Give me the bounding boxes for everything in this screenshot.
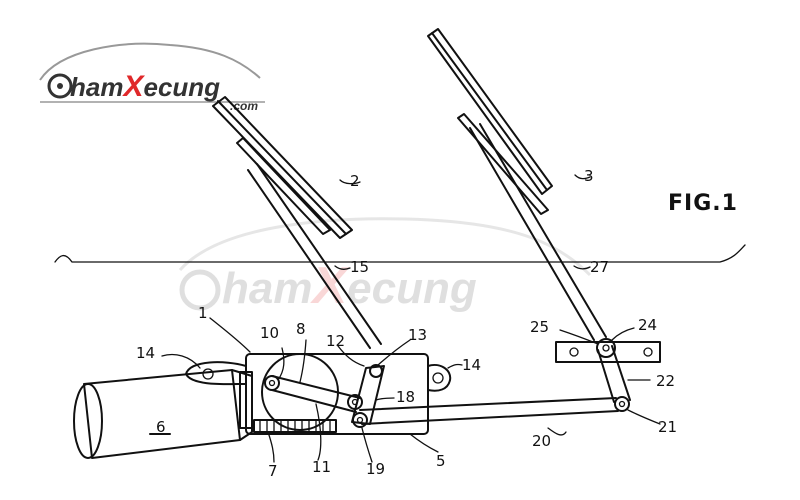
wiper-blade-left xyxy=(212,96,353,239)
label-21: 21 xyxy=(658,418,677,436)
label-2: 2 xyxy=(350,172,360,190)
label-27: 27 xyxy=(590,258,609,276)
label-3: 3 xyxy=(584,167,594,185)
electric-motor xyxy=(73,369,253,459)
label-13: 13 xyxy=(408,326,427,344)
watermark-logo: hamXecung .com xyxy=(39,42,265,113)
worm-gear xyxy=(261,353,339,431)
label-22: 22 xyxy=(656,372,675,390)
leader-lines xyxy=(161,174,661,463)
worm-shaft xyxy=(253,419,337,433)
label-6: 6 xyxy=(156,418,166,436)
label-18: 18 xyxy=(396,388,415,406)
watermark-center-suffix: ecung xyxy=(347,264,477,313)
label-19: 19 xyxy=(366,460,385,478)
label-7: 7 xyxy=(268,462,278,480)
windshield-outline xyxy=(54,244,746,263)
svg-text:hamXecung: hamXecung xyxy=(70,70,220,103)
label-25: 25 xyxy=(530,318,549,336)
label-10: 10 xyxy=(260,324,279,342)
label-1: 1 xyxy=(198,304,208,322)
figure-title: FIG.1 xyxy=(668,191,738,216)
watermark-center: hamXecung xyxy=(178,217,592,315)
crank-right xyxy=(597,345,631,412)
label-14-left: 14 xyxy=(136,344,155,362)
crank-link xyxy=(271,375,361,413)
watermark-prefix: ham xyxy=(70,72,123,102)
watermark-mark: X xyxy=(121,70,145,103)
label-8: 8 xyxy=(296,320,306,338)
wiper-arm-left xyxy=(247,163,382,349)
label-24: 24 xyxy=(638,316,657,334)
watermark-center-prefix: ham xyxy=(222,264,312,313)
pivot-bracket-right xyxy=(555,338,661,363)
wiper-arm-right xyxy=(469,123,607,341)
label-15: 15 xyxy=(350,258,369,276)
wiper-blade-right xyxy=(427,28,553,215)
steering-wheel-icon xyxy=(47,73,73,99)
label-12: 12 xyxy=(326,332,345,350)
connecting-rod xyxy=(359,397,619,425)
label-14-right: 14 xyxy=(462,356,481,374)
watermark-suffix: ecung xyxy=(143,72,220,102)
svg-text:hamXecung: hamXecung xyxy=(222,257,477,315)
label-5: 5 xyxy=(436,452,446,470)
label-20: 20 xyxy=(532,432,551,450)
label-11: 11 xyxy=(312,458,331,476)
watermark-center-mark: X xyxy=(309,257,350,315)
rocker-lever xyxy=(347,364,385,428)
